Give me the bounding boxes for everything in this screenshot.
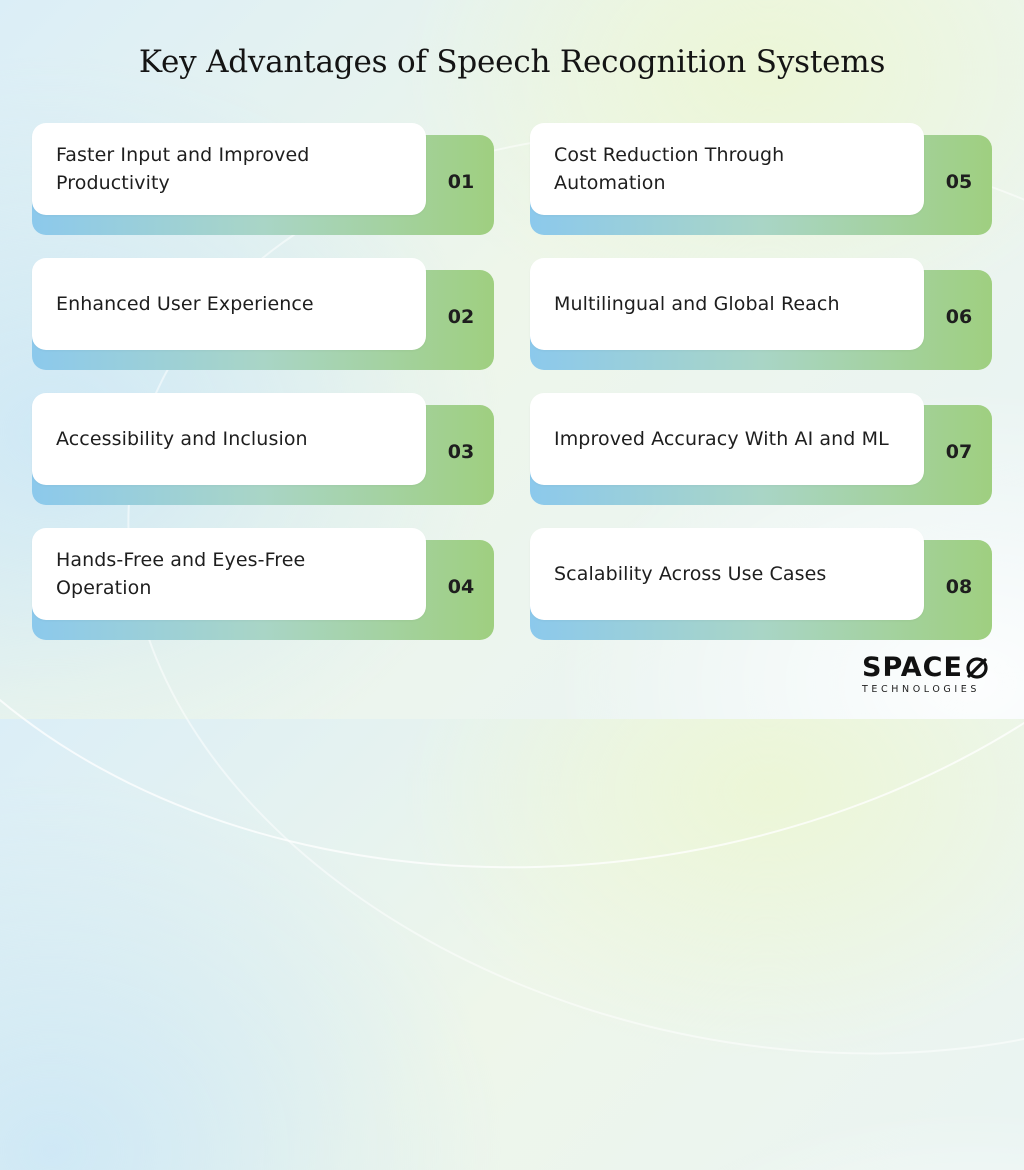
advantage-card-05: Cost Reduction Through Automation 05 [530, 123, 992, 239]
logo-subtitle: TECHNOLOGIES [862, 684, 980, 695]
card-label: Hands-Free and Eyes-Free Operation [56, 549, 306, 599]
card-face: Accessibility and Inclusion [32, 393, 426, 485]
card-number: 08 [945, 576, 973, 598]
card-face: Improved Accuracy With AI and ML [530, 393, 924, 485]
card-label: Cost Reduction Through Automation [554, 144, 785, 194]
advantage-card-04: Hands-Free and Eyes-Free Operation 04 [32, 528, 494, 644]
card-label: Multilingual and Global Reach [554, 293, 840, 315]
card-label: Scalability Across Use Cases [554, 563, 827, 585]
card-label: Accessibility and Inclusion [56, 428, 308, 450]
advantage-card-03: Accessibility and Inclusion 03 [32, 393, 494, 509]
card-number: 05 [945, 171, 973, 193]
logo-wordmark: SPACE [862, 652, 963, 683]
card-number: 07 [945, 441, 973, 463]
card-number: 03 [447, 441, 475, 463]
card-face: Multilingual and Global Reach [530, 258, 924, 350]
advantage-card-07: Improved Accuracy With AI and ML 07 [530, 393, 992, 509]
advantage-card-01: Faster Input and Improved Productivity 0… [32, 123, 494, 239]
card-face: Enhanced User Experience [32, 258, 426, 350]
card-number: 01 [447, 171, 475, 193]
card-face: Hands-Free and Eyes-Free Operation [32, 528, 426, 620]
slashed-circle-icon [966, 657, 988, 679]
card-face: Cost Reduction Through Automation [530, 123, 924, 215]
card-number: 06 [945, 306, 973, 328]
card-label: Enhanced User Experience [56, 293, 314, 315]
card-number: 02 [447, 306, 475, 328]
card-face: Faster Input and Improved Productivity [32, 123, 426, 215]
page-title: Key Advantages of Speech Recognition Sys… [138, 44, 886, 80]
advantage-card-02: Enhanced User Experience 02 [32, 258, 494, 374]
advantage-card-08: Scalability Across Use Cases 08 [530, 528, 992, 644]
card-label: Improved Accuracy With AI and ML [554, 428, 889, 450]
card-number: 04 [447, 576, 475, 598]
card-label: Faster Input and Improved Productivity [56, 144, 310, 194]
brand-logo: SPACE TECHNOLOGIES [862, 654, 1002, 698]
advantage-card-06: Multilingual and Global Reach 06 [530, 258, 992, 374]
card-face: Scalability Across Use Cases [530, 528, 924, 620]
